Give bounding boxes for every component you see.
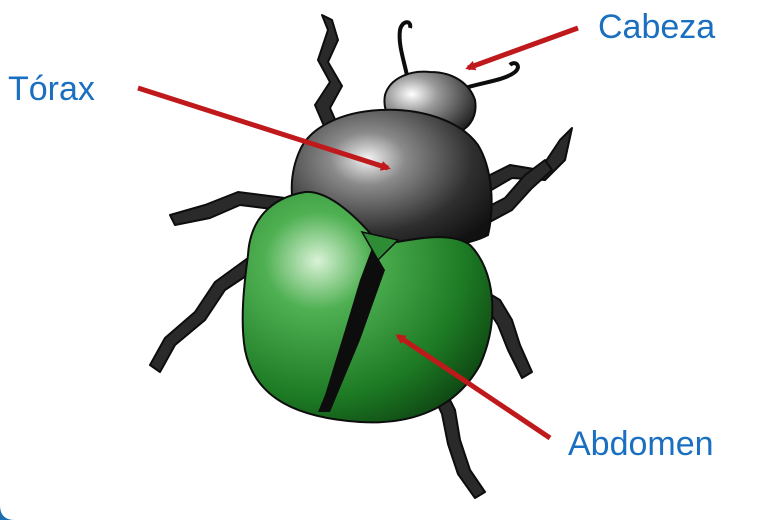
- corner-accent: [0, 505, 15, 520]
- antenna-left: [400, 22, 411, 80]
- label-head: Cabeza: [598, 10, 715, 44]
- label-abdomen: Abdomen: [568, 427, 714, 461]
- arrow-head: [468, 28, 578, 68]
- label-thorax: Tórax: [8, 72, 95, 106]
- leg-rear-left: [150, 258, 255, 372]
